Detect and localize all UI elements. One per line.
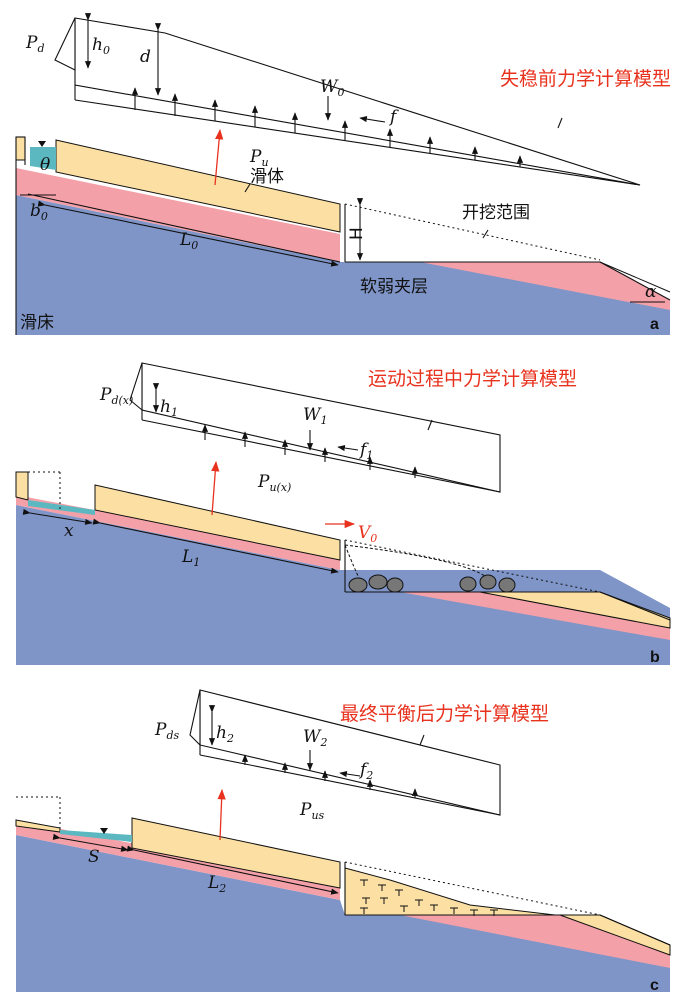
label-f2: f2 — [358, 760, 373, 782]
panel-a-section — [15, 136, 671, 335]
sliding-body-left — [15, 136, 26, 161]
panel-c: 最终平衡后力学计算模型 Pds h2 W2 f2 Pus S L2 c — [15, 689, 671, 994]
panel-a-title: 失稳前力学计算模型 — [500, 68, 671, 90]
panel-c-title: 最终平衡后力学计算模型 — [340, 703, 549, 725]
label-l0: L0 — [179, 230, 198, 252]
label-pd: Pd — [25, 33, 45, 55]
panel-b-tag: b — [650, 649, 660, 666]
label-d: d — [140, 47, 151, 67]
weak-layer-right — [420, 262, 670, 310]
uplift-arrows — [131, 87, 524, 167]
label-H: H — [347, 227, 367, 240]
panel-b-title: 运动过程中力学计算模型 — [368, 368, 577, 390]
panel-a-tag: a — [650, 316, 659, 333]
label-alpha: α — [645, 282, 657, 302]
label-h2: h2 — [216, 723, 234, 745]
rock-blocks — [348, 574, 516, 593]
panel-b-section — [15, 471, 671, 665]
label-pds: Pds — [154, 720, 179, 742]
label-h1: h1 — [160, 397, 178, 419]
label-bed: 滑床 — [20, 313, 54, 333]
label-s: S — [88, 847, 100, 867]
debris-pile — [360, 879, 498, 916]
label-pdx: Pd(x) — [99, 385, 133, 407]
panel-b-force-model — [129, 362, 501, 529]
label-pux: Pu(x) — [257, 472, 291, 494]
uplift-arrows — [201, 424, 419, 478]
water-body — [30, 147, 56, 170]
panel-a-force-model — [54, 13, 641, 186]
label-theta: θ — [40, 155, 50, 175]
label-h0: h0 — [92, 35, 110, 57]
label-l1: L1 — [181, 547, 200, 569]
panel-c-tag: c — [650, 977, 659, 994]
label-weak-layer: 软弱夹层 — [360, 277, 428, 297]
label-v0: V0 — [358, 523, 377, 545]
panel-c-force-model — [189, 689, 501, 841]
uplift-arrows — [241, 754, 419, 798]
label-x: x — [64, 521, 74, 541]
label-excavation: 开挖范围 — [462, 203, 530, 223]
label-b0: b0 — [30, 201, 48, 223]
label-f1: f1 — [358, 440, 373, 462]
panel-b: 运动过程中力学计算模型 Pd(x) h1 W1 f1 Pu(x) x L1 V0… — [15, 362, 671, 666]
panel-a: 失稳前力学计算模型 Pd h0 d W0 f Pu 滑体 θ b0 L0 H 开… — [15, 13, 671, 335]
label-w2: W2 — [303, 727, 327, 749]
panel-c-section — [15, 796, 671, 992]
label-f: f — [388, 107, 399, 127]
label-pu: Pu — [249, 147, 269, 169]
label-pus: Pus — [299, 800, 325, 822]
label-w1: W1 — [303, 405, 327, 427]
label-l2: L2 — [207, 873, 226, 895]
label-sliding-body: 滑体 — [250, 167, 284, 187]
label-w0: W0 — [320, 77, 344, 99]
force-block — [74, 17, 641, 186]
